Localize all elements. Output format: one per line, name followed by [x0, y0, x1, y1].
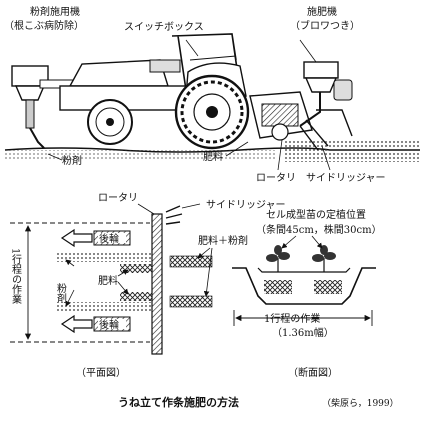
ridge-profile	[232, 267, 376, 305]
label-powder-applicator-note: （根こぶ病防除）	[4, 19, 84, 32]
wheel-track-lower	[60, 314, 131, 334]
plan-label-fertilizer-plus-powder: 肥料＋粉剤	[198, 234, 248, 247]
label-switch-box: スイッチボックス	[124, 21, 204, 33]
label-fertilizer-applicator: 施肥機	[307, 5, 337, 18]
rear-wheel	[174, 74, 250, 150]
side-ridger-tines	[165, 205, 183, 225]
section-view-caption: （断面図）	[288, 366, 338, 379]
pointer-planting-left	[281, 235, 297, 249]
plan-label-side-ridger: サイドリッジャー	[206, 199, 286, 211]
pointer-powder-2	[65, 289, 75, 307]
mixed-band-2	[169, 295, 213, 308]
section-label-one-pass-width: （1.36m幅）	[272, 326, 334, 339]
plan-label-wheel-upper: 後輪	[99, 232, 119, 245]
soil-texture	[5, 150, 275, 159]
leader-plan-rotary	[137, 203, 155, 215]
tilled-soil	[285, 140, 420, 162]
pointer-mixed-2	[203, 247, 213, 297]
plan-view	[10, 203, 213, 355]
section-label-one-pass: 1行程の作業	[264, 312, 320, 325]
ridge-fertilizer-band-left	[264, 280, 292, 294]
pointer-fertilizer-2	[117, 281, 129, 295]
leader-powder	[47, 153, 63, 161]
leader-side-ridger	[321, 145, 331, 171]
tractor-illustration	[4, 33, 420, 171]
pointer-fertilizer-1	[117, 269, 129, 277]
leader-rotary	[277, 139, 283, 171]
plan-label-rotary: ロータリ	[98, 192, 138, 204]
pointer-powder-1	[65, 259, 75, 267]
fertilizer-band-1	[120, 264, 152, 273]
ridge-fertilizer-band-right	[314, 280, 342, 294]
leader-fertilizer-applicator	[299, 39, 317, 63]
plan-label-fertilizer: 肥料	[98, 274, 118, 287]
plan-label-wheel-lower: 後輪	[99, 318, 119, 331]
label-powder-applicator: 粉剤施用機	[30, 5, 80, 18]
powder-band-1	[56, 252, 152, 262]
rotary-unit	[249, 91, 329, 151]
ridge-surface	[257, 267, 351, 273]
leader-plan-side-ridger	[181, 203, 201, 209]
section-view	[232, 235, 376, 326]
leader-fertilizer	[225, 141, 249, 157]
plan-view-caption: （平面図）	[76, 367, 126, 379]
powder-band-2	[56, 302, 152, 312]
seedling-left	[266, 245, 290, 272]
mixed-band-1	[169, 255, 213, 268]
fertilizer-applicator	[299, 61, 353, 137]
fertilizer-band-2	[120, 292, 152, 301]
plan-label-one-pass-vertical: 1行程の作業	[10, 248, 22, 305]
front-wheel	[87, 99, 133, 145]
seedling-right	[312, 245, 336, 272]
pointer-planting-right	[311, 235, 323, 249]
pointer-mixed-1	[197, 247, 211, 259]
label-powder: 粉剤	[62, 154, 82, 167]
plan-label-powder: 粉剤	[55, 282, 67, 304]
rotary-bar	[151, 213, 163, 355]
leader-switch-box	[185, 39, 199, 57]
section-label-cell-seedling: セル成型苗の定植位置	[266, 208, 366, 221]
label-fertilizer: 肥料	[203, 150, 223, 163]
section-label-spacing: （条間45cm，株間30cm）	[256, 223, 382, 236]
label-fertilizer-applicator-note: （ブロワつき）	[290, 19, 360, 32]
label-side-ridger: サイドリッジャー	[306, 172, 386, 184]
figure-source: （柴原ら，1999）	[322, 397, 399, 409]
figure-title: うね立て作条施肥の方法	[118, 395, 239, 409]
label-rotary: ロータリ	[256, 172, 296, 184]
wheel-track-upper	[60, 228, 131, 248]
